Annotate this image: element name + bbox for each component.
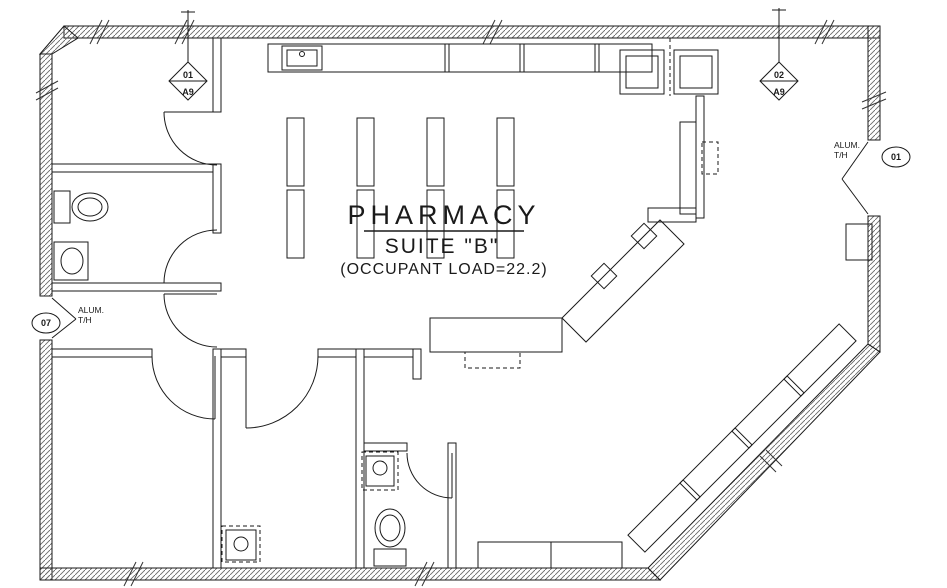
door-tag-01-label: 01 <box>891 152 901 162</box>
equipment-unit-inner <box>679 55 713 89</box>
casework <box>267 38 873 569</box>
door-swing-arc <box>163 111 218 166</box>
tick-mark <box>759 449 783 473</box>
shelving-unit <box>627 479 701 553</box>
pharmacy-counter-diagonal <box>561 219 685 343</box>
section-marker-02-number: 02 <box>774 70 784 80</box>
door-swing-arc <box>163 293 218 348</box>
wall-mid-left <box>51 348 153 358</box>
plumbing-fixtures <box>53 45 407 567</box>
counter-insert <box>630 222 658 250</box>
tick-mark <box>414 561 435 587</box>
shelving-unit <box>496 117 515 187</box>
alum-note-left-line1: ALUM. <box>78 305 104 315</box>
counter-insert <box>590 262 618 290</box>
hidden-cabinet <box>701 141 719 175</box>
shelving-aisles <box>286 117 515 259</box>
wall-bottom <box>39 567 662 581</box>
wall-office-right <box>212 37 222 113</box>
tick-mark <box>123 561 144 587</box>
equipment-unit <box>619 49 665 95</box>
door-tag-01-oval <box>881 146 911 168</box>
exterior-walls <box>38 25 881 581</box>
section-marker-01-sheet: A9 <box>182 87 194 97</box>
wall-mid-right <box>317 348 421 358</box>
wall-left-lower <box>39 339 53 581</box>
bottom-counter <box>477 541 623 569</box>
shelving-unit <box>286 189 305 259</box>
wall-restroom-bottom <box>51 282 222 292</box>
wall-bottomcenter-vertical <box>355 348 365 569</box>
pharmacy-title: PHARMACY <box>347 200 540 230</box>
hidden-counter-line <box>464 351 521 369</box>
annotations: PHARMACY SUITE "B" (OCCUPANT LOAD=22.2) … <box>31 8 911 334</box>
toilet-icon <box>53 190 109 224</box>
shelving-unit <box>286 117 305 187</box>
top-counter-dividers <box>444 44 600 72</box>
door-tag-07-label: 07 <box>41 318 51 328</box>
section-marker-01-number: 01 <box>183 70 193 80</box>
section-marker-02 <box>759 8 799 101</box>
sink-icon <box>53 241 89 281</box>
wall-stub <box>412 348 422 380</box>
wall-corridor-vertical <box>695 95 705 219</box>
tick-mark <box>482 19 503 45</box>
toilet-icon <box>373 508 407 567</box>
shelving-unit <box>731 375 805 449</box>
shelving-unit <box>783 323 857 397</box>
doors <box>51 111 869 499</box>
counter-return <box>647 207 697 223</box>
wall-diagonal <box>647 343 881 581</box>
wall-joint-ticks <box>35 19 887 587</box>
pharmacy-counter <box>429 317 563 353</box>
equipment-unit <box>673 49 719 95</box>
tick-mark <box>89 19 110 45</box>
shelving-unit <box>356 117 375 187</box>
wall-right-lower <box>867 215 881 353</box>
wall-cabinet <box>845 223 873 261</box>
tick-mark <box>861 91 887 110</box>
door-swing-arc <box>151 355 216 420</box>
wall-restroom2-top <box>363 442 408 452</box>
section-marker-01 <box>168 10 208 101</box>
tick-mark <box>35 80 59 101</box>
shelving-unit <box>496 189 515 259</box>
door-swing-arc <box>406 452 453 499</box>
tick-mark <box>814 19 835 45</box>
alum-note-left-line2: T/H <box>78 315 92 325</box>
wall-restroom-top <box>51 163 222 173</box>
door-swing-arc <box>245 355 319 429</box>
tall-cabinet <box>679 121 697 215</box>
wall-bottomleft-vertical <box>212 348 222 569</box>
counter-sink-icon <box>281 45 323 71</box>
suite-label: SUITE "B" <box>385 235 500 258</box>
exterior-door-right <box>841 141 869 215</box>
occupant-load-label: (OCCUPANT LOAD=22.2) <box>340 261 547 278</box>
exterior-door-left <box>51 297 77 339</box>
wall-right-upper <box>867 25 881 141</box>
interior-walls <box>51 37 705 569</box>
wall-restroom2-right <box>447 442 457 569</box>
shelving-unit <box>426 189 445 259</box>
diagonal-shelving <box>627 323 857 553</box>
section-marker-02-sheet: A9 <box>773 87 785 97</box>
sink-icon <box>361 451 399 491</box>
door-swing-arc <box>163 229 218 284</box>
marker-stem <box>772 8 786 62</box>
shelving-unit <box>426 117 445 187</box>
sink-icon <box>221 525 261 563</box>
equipment-units <box>619 38 719 96</box>
alum-note-right-line1: ALUM. <box>834 140 860 150</box>
shelving-unit <box>679 427 753 501</box>
equipment-unit-inner <box>625 55 659 89</box>
wall-left-upper <box>39 53 53 297</box>
top-counter <box>267 43 653 73</box>
alum-note-right-line2: T/H <box>834 150 848 160</box>
shelving-unit <box>356 189 375 259</box>
door-tag-07-oval <box>31 312 61 334</box>
wall-restroom-right <box>212 163 222 234</box>
marker-stem <box>181 10 195 62</box>
